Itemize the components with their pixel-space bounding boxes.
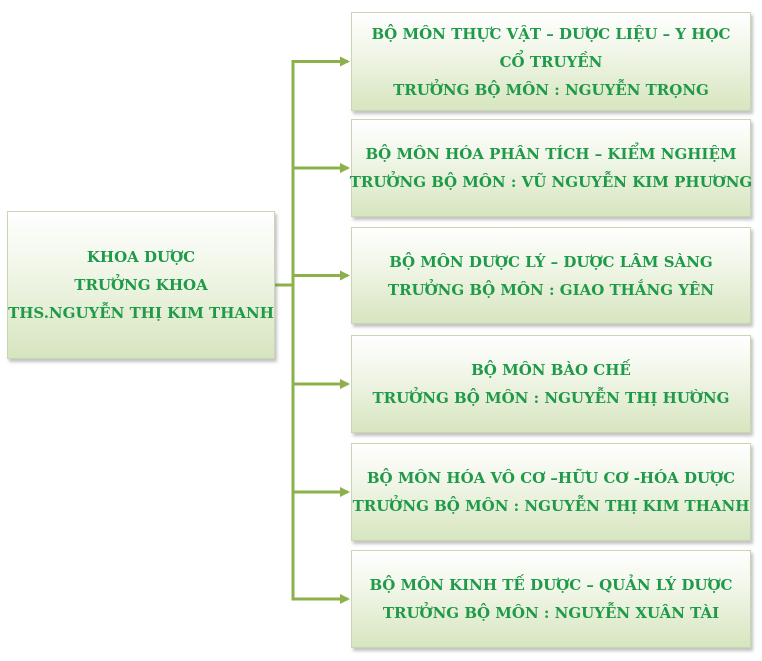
- root-node-khoa-duoc: KHOA DƯỢC TRƯỞNG KHOA THS.NGUYỄN THỊ KIM…: [7, 211, 275, 359]
- department-2-line-1: BỘ MÔN HÓA PHÂN TÍCH – KIỂM NGHIỆM: [365, 145, 737, 163]
- department-5-line-2: TRƯỞNG BỘ MÔN : NGUYỄN THỊ KIM THANH: [352, 497, 750, 515]
- department-4-line-2: TRƯỞNG BỘ MÔN : NGUYỄN THỊ HƯỜNG: [372, 389, 730, 407]
- root-line-1: KHOA DƯỢC: [86, 248, 196, 266]
- department-node-6: BỘ MÔN KINH TẾ DƯỢC – QUẢN LÝ DƯỢC TRƯỞN…: [351, 550, 751, 648]
- department-node-2: BỘ MÔN HÓA PHÂN TÍCH – KIỂM NGHIỆM TRƯỞN…: [349, 119, 753, 217]
- department-node-5: BỘ MÔN HÓA VÔ CƠ –HỮU CƠ -HÓA DƯỢC TRƯỞN…: [351, 443, 751, 541]
- root-line-3: THS.NGUYỄN THỊ KIM THANH: [8, 304, 274, 322]
- department-6-line-1: BỘ MÔN KINH TẾ DƯỢC – QUẢN LÝ DƯỢC: [369, 576, 733, 594]
- department-1-line-2: CỔ TRUYỀN: [499, 52, 603, 71]
- department-4-line-1: BỘ MÔN BÀO CHẾ: [471, 361, 631, 379]
- department-5-line-1: BỘ MÔN HÓA VÔ CƠ –HỮU CƠ -HÓA DƯỢC: [366, 469, 736, 487]
- department-3-line-1: BỘ MÔN DƯỢC LÝ – DƯỢC LÂM SÀNG: [389, 252, 713, 271]
- department-node-1: BỘ MÔN THỰC VẬT – DƯỢC LIỆU – Y HỌC CỔ T…: [351, 12, 751, 111]
- department-3-line-2: TRƯỞNG BỘ MÔN : GIAO THẮNG YÊN: [387, 280, 715, 299]
- department-2-line-2: TRƯỞNG BỘ MÔN : VŨ NGUYỄN KIM PHƯƠNG: [349, 173, 753, 191]
- department-6-line-2: TRƯỞNG BỘ MÔN : NGUYỄN XUÂN TÀI: [382, 604, 720, 622]
- department-1-line-3: TRƯỞNG BỘ MÔN : NGUYỄN TRỌNG: [393, 80, 709, 99]
- department-node-3: BỘ MÔN DƯỢC LÝ – DƯỢC LÂM SÀNG TRƯỞNG BỘ…: [351, 227, 751, 324]
- department-node-4: BỘ MÔN BÀO CHẾ TRƯỞNG BỘ MÔN : NGUYỄN TH…: [351, 335, 751, 433]
- root-line-2: TRƯỞNG KHOA: [74, 276, 208, 294]
- department-1-line-1: BỘ MÔN THỰC VẬT – DƯỢC LIỆU – Y HỌC: [371, 24, 731, 43]
